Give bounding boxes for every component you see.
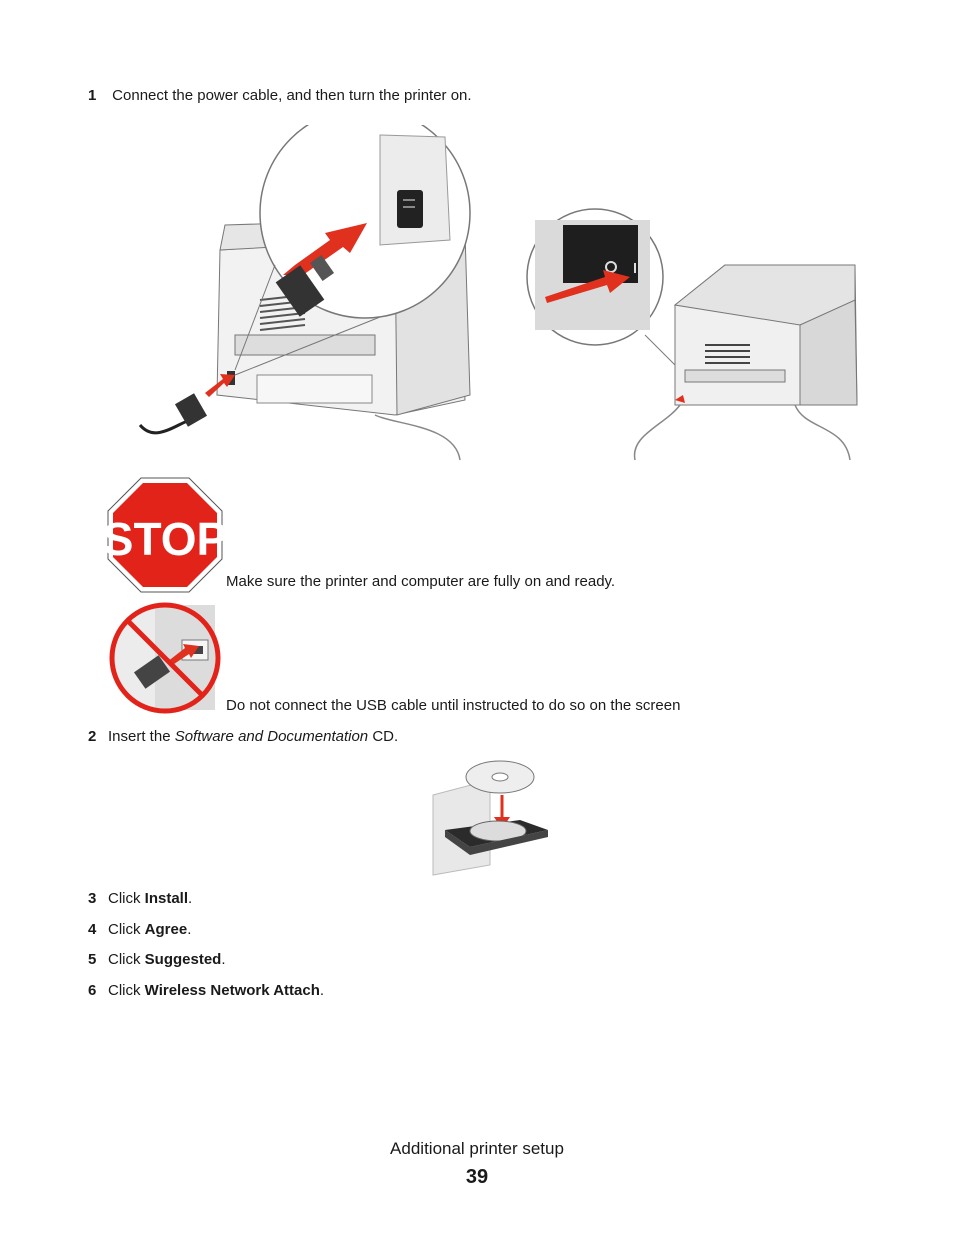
step-number: 3	[88, 890, 97, 907]
step-number: 4	[88, 921, 97, 938]
printer-power-switch-illustration	[526, 208, 858, 461]
note-stop: Make sure the printer and computer are f…	[226, 573, 616, 590]
step-text-bold: Agree	[144, 921, 188, 938]
cd-insert-illustration	[432, 760, 548, 876]
step-text-pre: Insert the	[108, 728, 175, 745]
step-2: 2 Insert the Software and Documentation C…	[88, 728, 398, 746]
step-1: 1 Connect the power cable, and then turn…	[88, 87, 472, 105]
step-number: 1	[88, 87, 97, 104]
page-number: 39	[465, 1166, 489, 1188]
step-5: 5 Click Suggested.	[88, 951, 226, 969]
step-text-bold: Install	[144, 890, 189, 907]
step-text-bold: Wireless Network Attach	[144, 982, 320, 999]
stop-sign-text: STOP	[107, 513, 223, 565]
stop-sign-icon: STOP	[107, 477, 223, 593]
step-text-post: .	[188, 890, 193, 907]
step-text-post: CD.	[368, 728, 399, 745]
step-3: 3 Click Install.	[88, 890, 192, 908]
no-usb-icon	[109, 602, 221, 714]
step-text-post: .	[187, 921, 192, 938]
step-number: 5	[88, 951, 97, 968]
section-title: Additional printer setup	[390, 1139, 564, 1158]
step-text-pre: Click	[108, 890, 145, 907]
step-text-pre: Click	[108, 951, 145, 968]
step-number: 2	[88, 728, 97, 745]
step-text-pre: Click	[108, 921, 145, 938]
step-text: Connect the power cable, and then turn t…	[112, 87, 472, 104]
step-6: 6 Click Wireless Network Attach.	[88, 982, 324, 1000]
note-usb: Do not connect the USB cable until instr…	[226, 697, 681, 714]
step-text-bold: Suggested	[144, 951, 222, 968]
step-text-post: .	[221, 951, 226, 968]
step-text-pre: Click	[108, 982, 145, 999]
step-text-italic: Software and Documentation	[174, 728, 369, 745]
step-text-post: .	[319, 982, 325, 999]
printer-power-cable-illustration	[138, 125, 471, 461]
step-number: 6	[88, 982, 97, 999]
step-4: 4 Click Agree.	[88, 921, 191, 939]
